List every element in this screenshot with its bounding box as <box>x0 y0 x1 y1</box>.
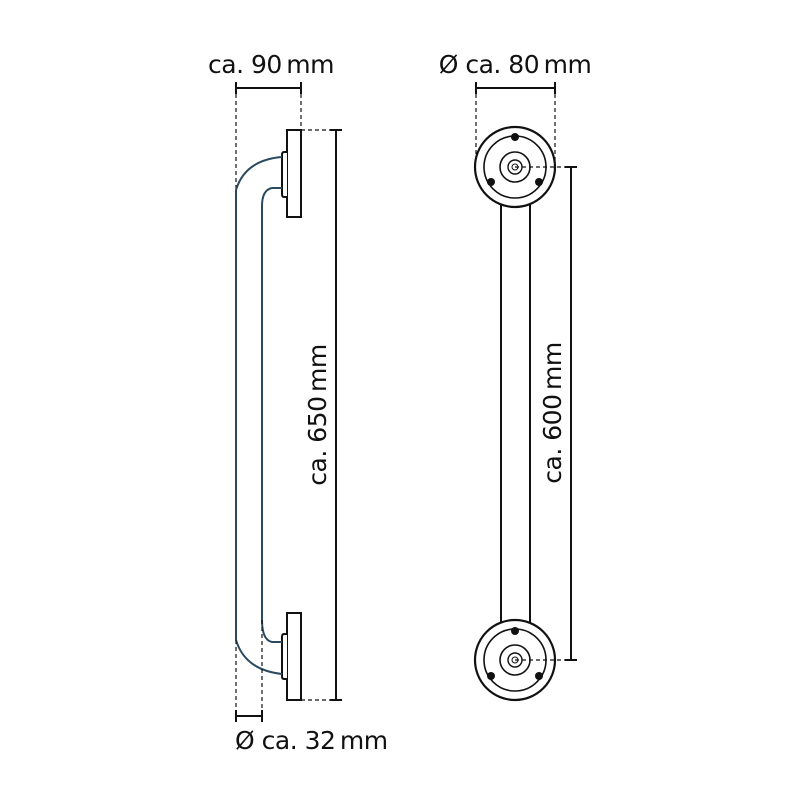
total-length-dimension: ca. 650 mm <box>301 129 342 701</box>
side-view: ca. 90 mm Ø ca. 32 mm <box>208 50 388 755</box>
front-view: Ø ca. 80 mm <box>439 50 592 702</box>
screw-hole-icon <box>487 672 495 680</box>
rose-diameter-label: Ø ca. 80 mm <box>439 50 592 79</box>
screw-hole-icon <box>511 627 519 635</box>
tube-diameter-dimension: Ø ca. 32 mm <box>235 620 388 755</box>
rose-diameter-dimension: Ø ca. 80 mm <box>439 50 592 166</box>
hole-spacing-label: ca. 600 mm <box>538 342 567 483</box>
tube-diameter-label: Ø ca. 32 mm <box>235 726 388 755</box>
top-wall-plate <box>281 129 302 218</box>
screw-hole-icon <box>535 178 543 186</box>
bottom-wall-plate <box>281 612 302 701</box>
hole-spacing-dimension: ca. 600 mm <box>515 166 577 661</box>
depth-dimension: ca. 90 mm <box>208 50 334 190</box>
tube-profile <box>235 156 283 675</box>
screw-hole-icon <box>511 133 519 141</box>
total-length-label: ca. 650 mm <box>303 344 332 485</box>
depth-label: ca. 90 mm <box>208 50 334 79</box>
screw-hole-icon <box>535 672 543 680</box>
bar-front <box>500 204 531 626</box>
screw-hole-icon <box>487 178 495 186</box>
